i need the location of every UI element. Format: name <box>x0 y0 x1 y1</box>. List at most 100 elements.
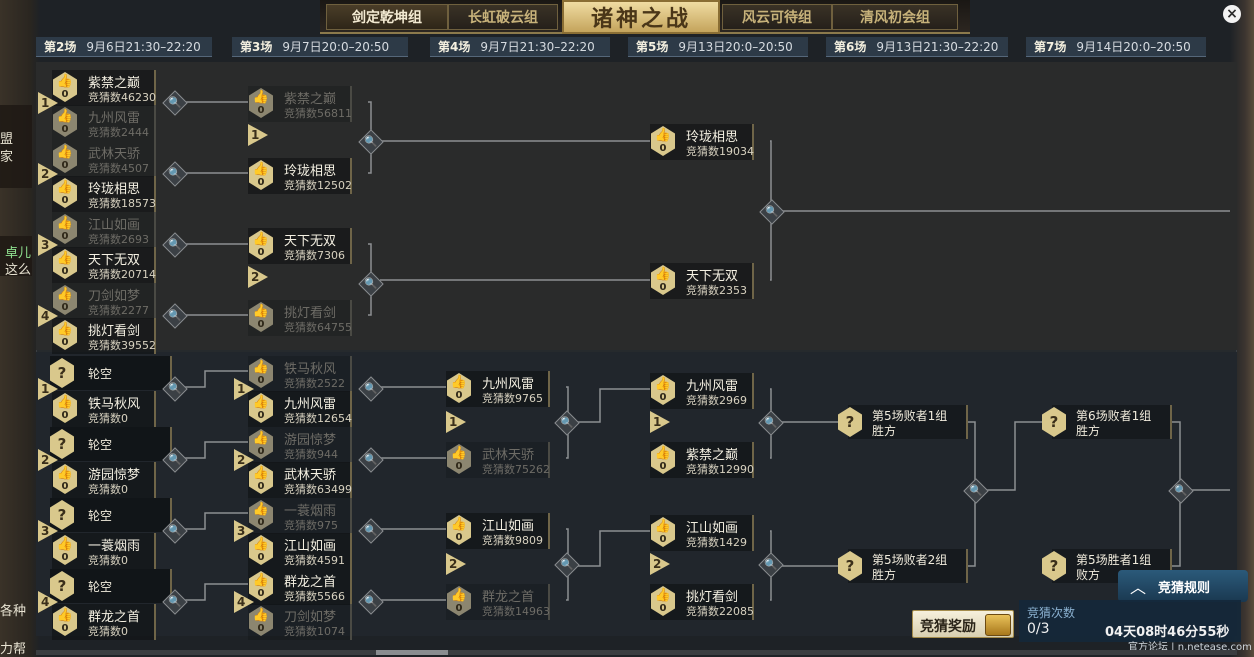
bye-label: 轮空 <box>88 438 113 452</box>
like-count: 0 <box>61 337 69 348</box>
guess-count-value: 22085 <box>719 605 754 618</box>
like-hex-badge[interactable]: 👍0 <box>651 375 675 405</box>
guess-rules-button[interactable]: ︿ 竞猜规则 <box>1118 570 1248 602</box>
like-hex-badge[interactable]: 👍0 <box>249 535 273 565</box>
like-hex-badge[interactable]: 👍0 <box>53 320 77 350</box>
placeholder-slot[interactable]: ?第6场败者1组胜方 <box>1042 405 1176 439</box>
tab-changhong-poyun[interactable]: 长虹破云组 <box>448 4 558 30</box>
thumbs-up-icon: 👍 <box>252 608 270 623</box>
like-count: 0 <box>257 446 265 457</box>
guess-count-label: 竞猜数 <box>284 412 317 425</box>
like-count: 0 <box>61 410 69 421</box>
like-hex-badge[interactable]: 👍0 <box>651 586 675 616</box>
tab-jianding-qiankun[interactable]: 剑定乾坤组 <box>326 4 448 30</box>
like-hex-badge[interactable]: 👍0 <box>53 535 77 565</box>
like-hex-badge[interactable]: 👍0 <box>249 606 273 636</box>
like-hex-badge[interactable]: 👍0 <box>53 72 77 102</box>
like-hex-badge[interactable]: 👍0 <box>651 517 675 547</box>
guess-count-label: 竞猜数 <box>284 377 317 390</box>
like-hex-badge[interactable]: 👍0 <box>53 249 77 279</box>
close-button[interactable]: × <box>1223 5 1241 23</box>
like-hex-badge[interactable]: 👍0 <box>249 464 273 494</box>
round-time: 9月6日21:30–22:20 <box>86 40 201 54</box>
guess-count-value: 1429 <box>719 536 747 549</box>
guess-count-value: 0 <box>121 554 128 567</box>
like-hex-badge[interactable]: 👍0 <box>53 393 77 423</box>
like-count: 0 <box>61 623 69 634</box>
tab-qingfeng-chuhui[interactable]: 清风初会组 <box>832 4 958 30</box>
like-hex-badge[interactable]: 👍0 <box>249 230 273 260</box>
like-count: 0 <box>61 552 69 563</box>
left-text-fragment: 家 <box>0 150 14 165</box>
scrollbar-thumb[interactable] <box>376 650 448 655</box>
like-hex-badge[interactable]: 👍0 <box>53 178 77 208</box>
like-hex-badge[interactable]: 👍0 <box>651 126 675 156</box>
team-name: 群龙之首 <box>482 590 535 605</box>
search-icon: 🔍 <box>364 595 378 608</box>
like-hex-badge[interactable]: 👍0 <box>53 107 77 137</box>
like-hex-badge[interactable]: 👍0 <box>53 214 77 244</box>
team-name: 群龙之首 <box>284 575 337 590</box>
like-hex-badge[interactable]: 👍0 <box>447 373 471 403</box>
placeholder-slot[interactable]: ?第5场败者2组胜方 <box>838 549 972 583</box>
horizontal-scrollbar[interactable] <box>36 650 1237 655</box>
like-hex-badge[interactable]: 👍0 <box>53 143 77 173</box>
like-hex-badge[interactable]: 👍0 <box>447 444 471 474</box>
like-hex-badge[interactable]: 👍0 <box>249 393 273 423</box>
like-hex-badge[interactable]: 👍0 <box>249 429 273 459</box>
like-hex-badge[interactable]: 👍0 <box>53 285 77 315</box>
tab-fengyun-kedai[interactable]: 风云可待组 <box>722 4 832 30</box>
question-hex-icon: ? <box>1042 407 1066 437</box>
like-hex-badge[interactable]: 👍0 <box>447 515 471 545</box>
like-hex-badge[interactable]: 👍0 <box>249 571 273 601</box>
like-hex-badge[interactable]: 👍0 <box>249 500 273 530</box>
like-hex-badge[interactable]: 👍0 <box>249 160 273 190</box>
guess-reward-button[interactable]: 竞猜奖励 <box>912 610 1014 638</box>
like-hex-badge[interactable]: 👍0 <box>447 586 471 616</box>
like-hex-badge[interactable]: 👍0 <box>53 464 77 494</box>
left-text-fragment: 这么 <box>5 263 32 278</box>
like-hex-badge[interactable]: 👍0 <box>249 358 273 388</box>
like-hex-badge[interactable]: 👍0 <box>651 265 675 295</box>
placeholder-slot[interactable]: ?第5场败者1组胜方 <box>838 405 972 439</box>
like-hex-badge[interactable]: 👍0 <box>249 302 273 332</box>
like-hex-badge[interactable]: 👍0 <box>249 88 273 118</box>
like-hex-badge[interactable]: 👍0 <box>651 444 675 474</box>
like-hex-badge[interactable]: 👍0 <box>53 606 77 636</box>
like-count: 0 <box>61 124 69 135</box>
